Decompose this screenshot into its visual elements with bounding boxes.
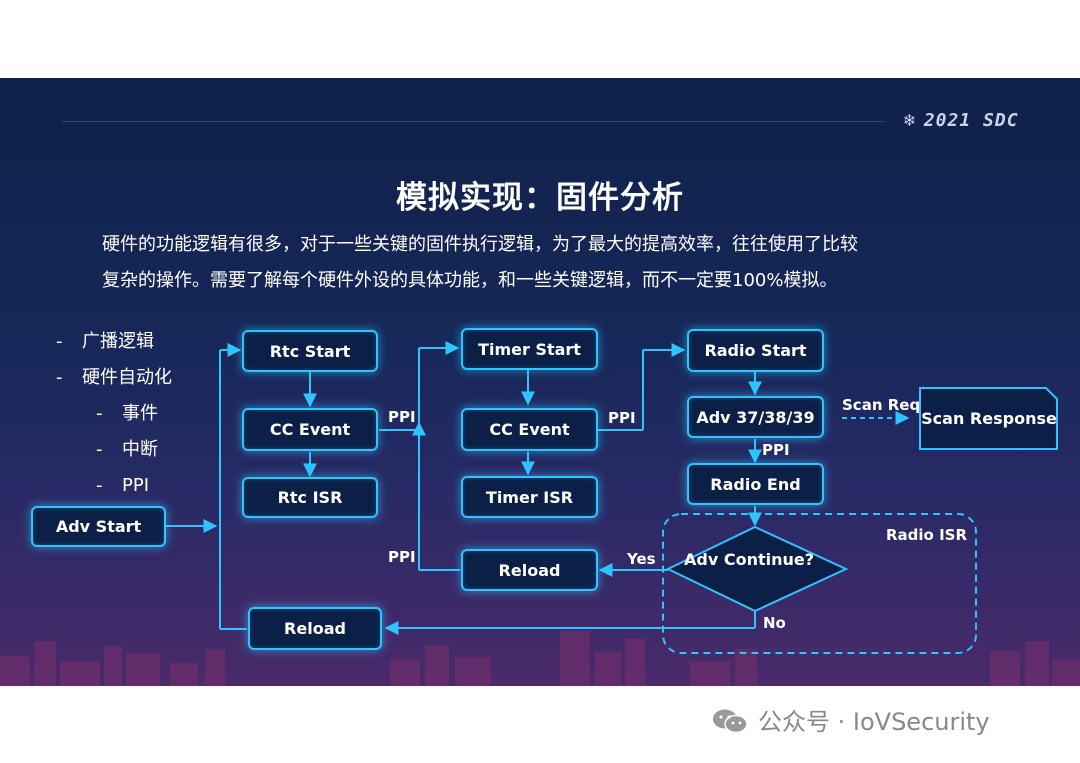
ppi-label: PPI	[608, 409, 636, 427]
cc-event-node: CC Event	[242, 408, 378, 451]
footer-text: 公众号 · IoVSecurity	[758, 708, 990, 736]
scan-response-node: Scan Response	[920, 387, 1058, 449]
rtc-start-node: Rtc Start	[242, 330, 378, 372]
flow-connectors	[0, 78, 1080, 686]
yes-label: Yes	[627, 550, 656, 568]
slide: ❄2021 SDC 模拟实现：固件分析 硬件的功能逻辑有很多，对于一些关键的固件…	[0, 78, 1080, 686]
adv-continue-decision	[668, 527, 846, 611]
reload-node: Reload	[461, 549, 598, 591]
wechat-icon	[712, 708, 748, 734]
timer-start-node: Timer Start	[461, 328, 598, 370]
ppi-label: PPI	[762, 441, 790, 459]
footer-watermark: 公众号 · IoVSecurity	[712, 702, 990, 737]
ppi-label: PPI	[388, 408, 416, 426]
rtc-isr-node: Rtc ISR	[242, 477, 378, 518]
radio-start-node: Radio Start	[687, 329, 824, 372]
radio-isr-label: Radio ISR	[886, 526, 967, 544]
radio-end-node: Radio End	[687, 463, 824, 505]
no-label: No	[763, 614, 786, 632]
adv-channels-node: Adv 37/38/39	[687, 396, 824, 438]
adv-continue-label: Adv Continue?	[684, 550, 814, 569]
reload-node: Reload	[248, 607, 382, 650]
ppi-label: PPI	[388, 548, 416, 566]
adv-start-node: Adv Start	[31, 506, 166, 547]
timer-isr-node: Timer ISR	[461, 476, 598, 518]
scan-req-label: Scan Req	[842, 396, 920, 414]
cc-event-node: CC Event	[461, 408, 598, 451]
